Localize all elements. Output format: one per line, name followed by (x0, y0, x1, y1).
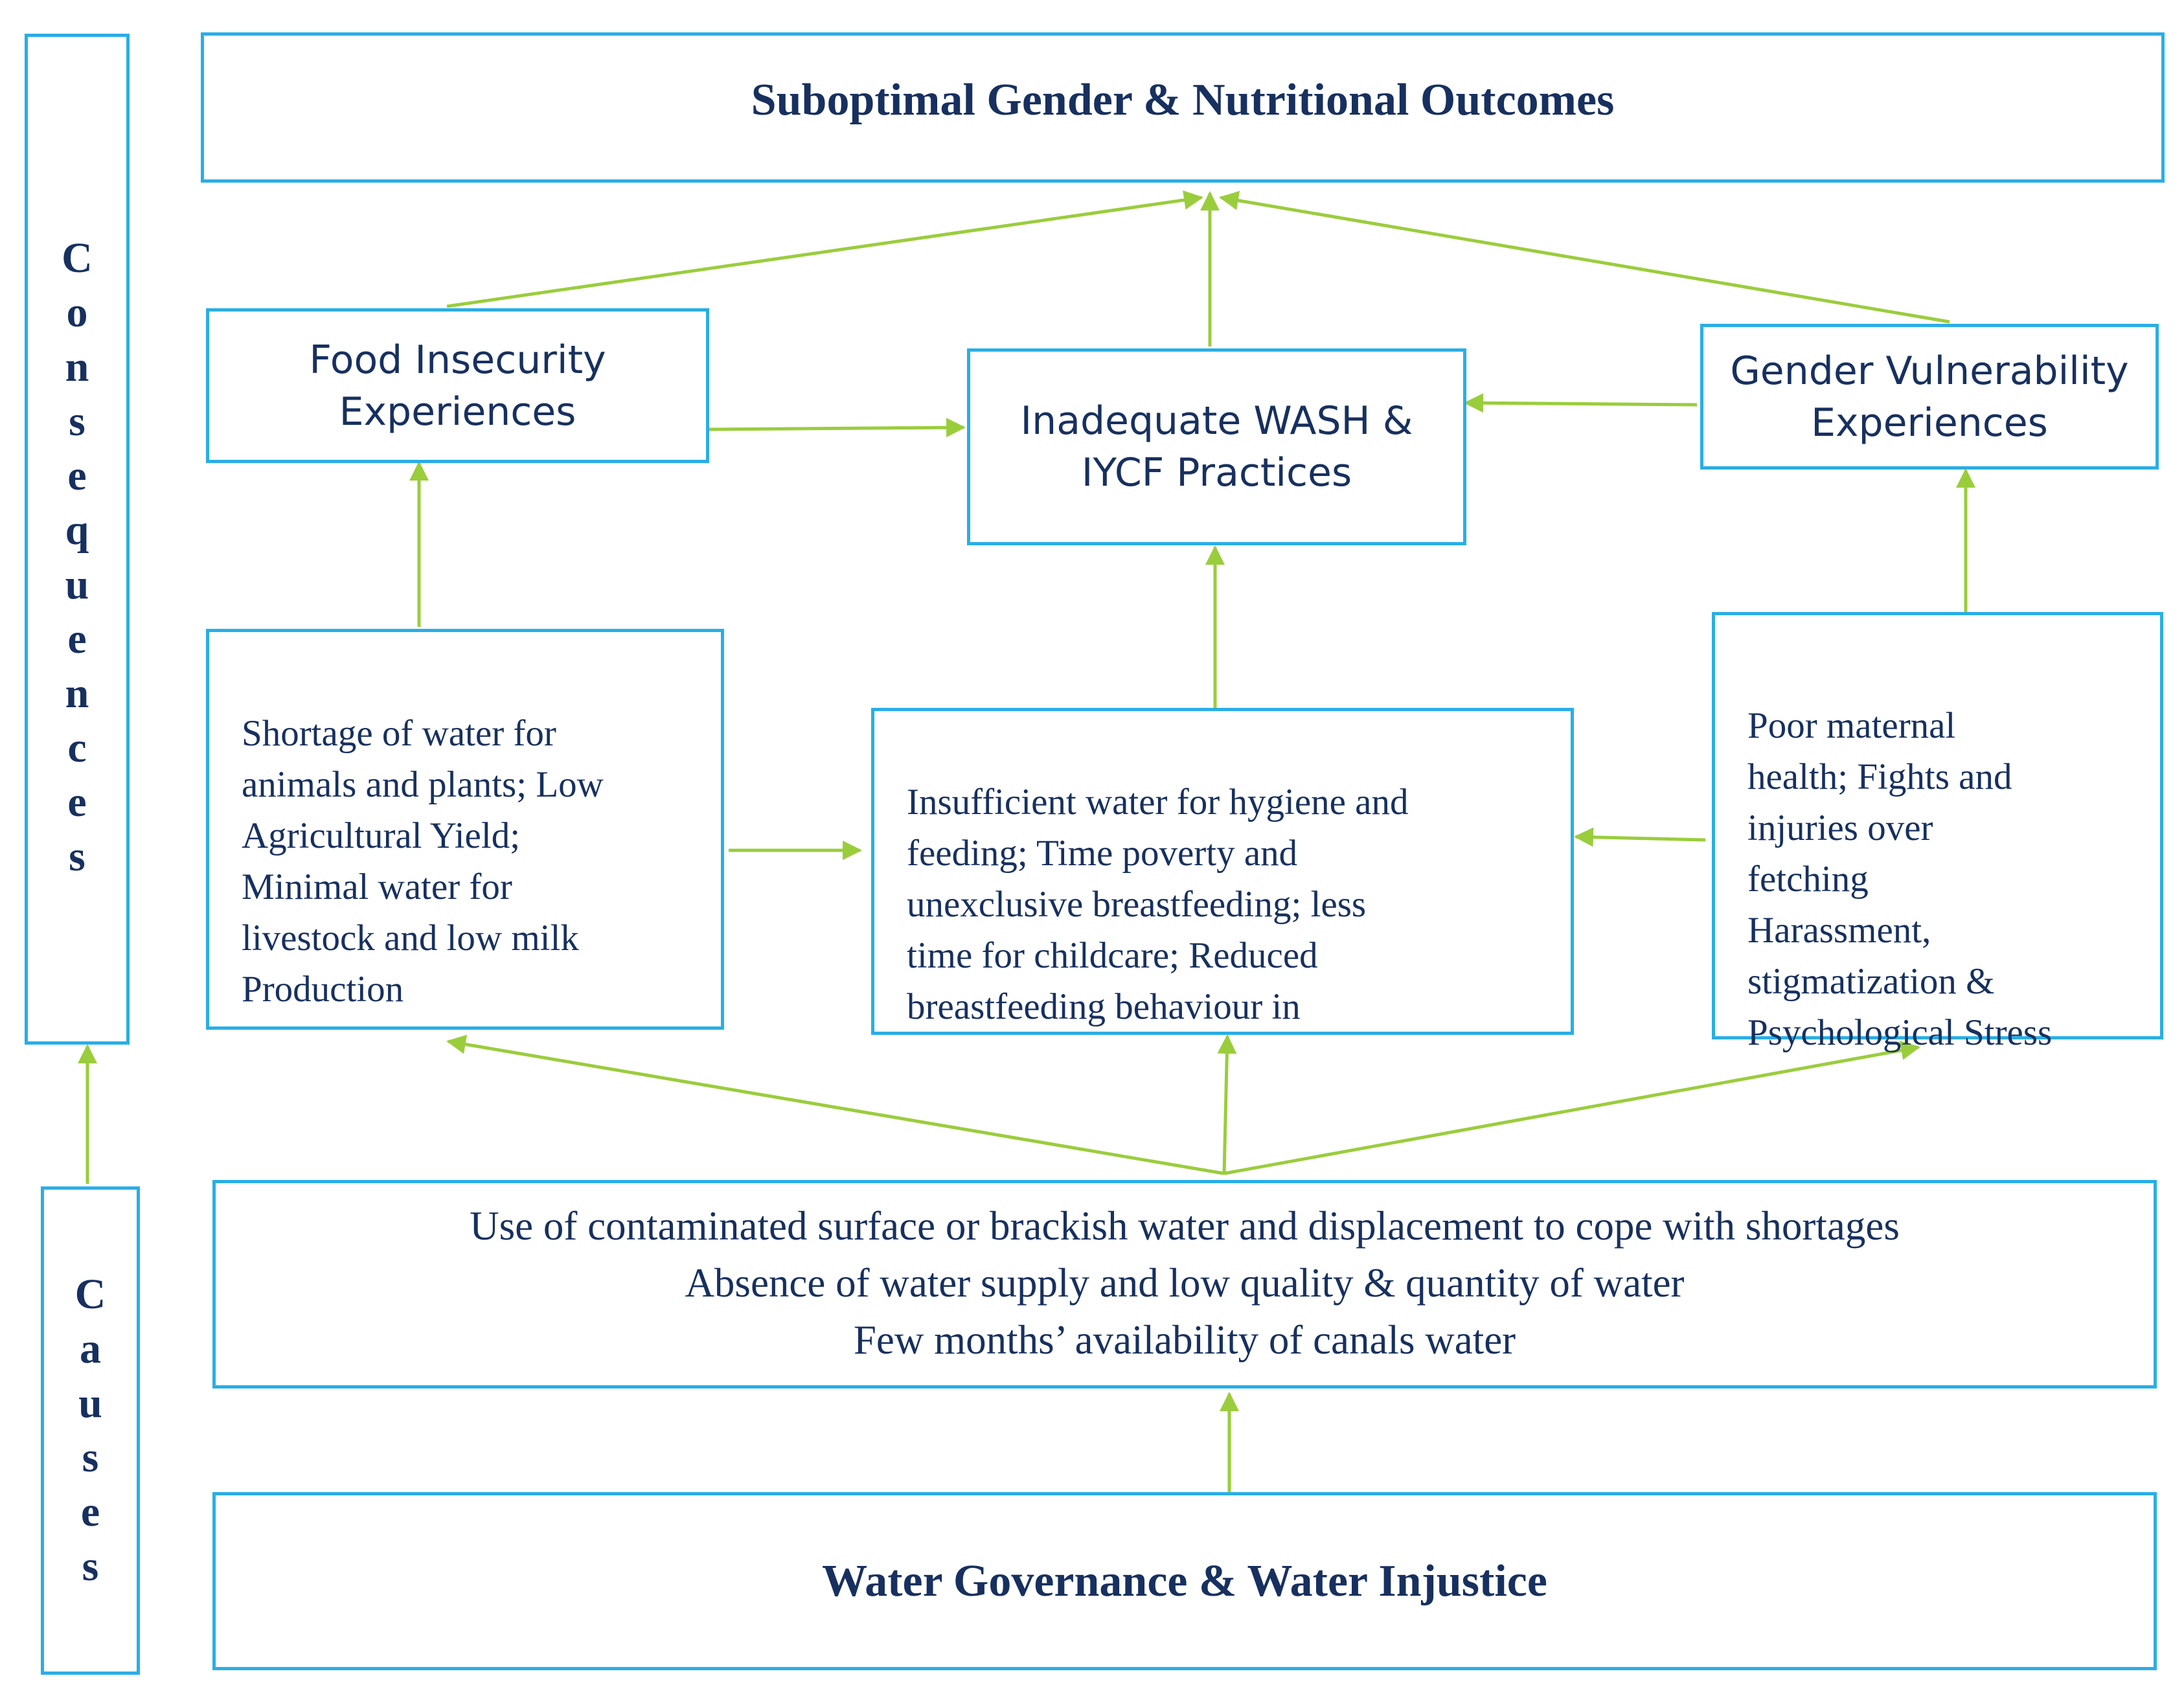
shortage-text: Shortage of water for animals and plants… (242, 713, 604, 1010)
consequences-letter: q (65, 506, 89, 554)
causes-letter: u (78, 1379, 102, 1427)
causes-side-label: C a u s e s (41, 1186, 140, 1675)
arrow-gender-to-wash (1464, 393, 1698, 413)
arrow-maternal-to-insufficient (1574, 827, 1706, 847)
arrow-causes-to-maternal (1223, 1041, 1920, 1175)
arrow-food-to-outcome (446, 190, 1203, 308)
consequences-side-label: C o n s e q u e n c e s (25, 34, 130, 1045)
wash-iycf-box: Inadequate WASH & IYCF Practices (967, 348, 1466, 545)
causes-line-2: Absence of water supply and low quality … (685, 1260, 1685, 1306)
consequences-letter: e (67, 452, 87, 499)
arrow-gender-to-outcome (1219, 190, 1950, 324)
consequences-letter: s (69, 398, 85, 445)
causes-box: Use of contaminated surface or brackish … (212, 1180, 2157, 1388)
arrow-food-to-wash (707, 418, 966, 438)
insufficient-box: Insufficient water for hygiene and feedi… (871, 708, 1574, 1035)
causes-letter: e (80, 1488, 100, 1536)
consequences-letter: e (67, 778, 87, 826)
causes-line-1: Use of contaminated surface or brackish … (470, 1203, 1900, 1249)
consequences-letter: s (69, 833, 85, 880)
gender-vulnerability-label: Gender Vulnerability Experiences (1730, 348, 2129, 446)
arrow-causes-to-shortage (446, 1034, 1225, 1175)
causes-letter: C (74, 1271, 106, 1318)
wash-iycf-label: Inadequate WASH & IYCF Practices (1020, 398, 1413, 495)
consequences-letter: o (66, 289, 88, 336)
root-cause-box: Water Governance & Water Injustice (212, 1492, 2157, 1670)
consequences-letter: c (67, 724, 87, 771)
consequences-letter: n (65, 670, 89, 717)
insufficient-text: Insufficient water for hygiene and feedi… (907, 782, 1409, 1027)
arrow-causes-to-insufficient (1217, 1034, 1237, 1174)
food-insecurity-label: Food Insecurity Experiences (309, 337, 606, 435)
outcome-box: Suboptimal Gender & Nutritional Outcomes (201, 32, 2165, 183)
consequences-letter: C (62, 234, 93, 282)
food-insecurity-box: Food Insecurity Experiences (206, 308, 709, 463)
maternal-text: Poor maternal health; Fights and injurie… (1747, 705, 2053, 1053)
causes-letter: s (82, 1434, 99, 1481)
consequences-letter: n (65, 343, 89, 391)
causes-line-3: Few months’ availability of canals water (853, 1317, 1516, 1363)
causes-letter: a (80, 1325, 101, 1372)
root-cause-title: Water Governance & Water Injustice (822, 1556, 1547, 1606)
shortage-box: Shortage of water for animals and plants… (206, 629, 724, 1030)
outcome-title: Suboptimal Gender & Nutritional Outcomes (751, 75, 1615, 125)
gender-vulnerability-box: Gender Vulnerability Experiences (1700, 324, 2159, 470)
maternal-box: Poor maternal health; Fights and injurie… (1712, 612, 2163, 1053)
causes-letter: s (82, 1543, 99, 1590)
consequences-letter: u (65, 561, 89, 608)
consequences-letter: e (67, 615, 87, 663)
